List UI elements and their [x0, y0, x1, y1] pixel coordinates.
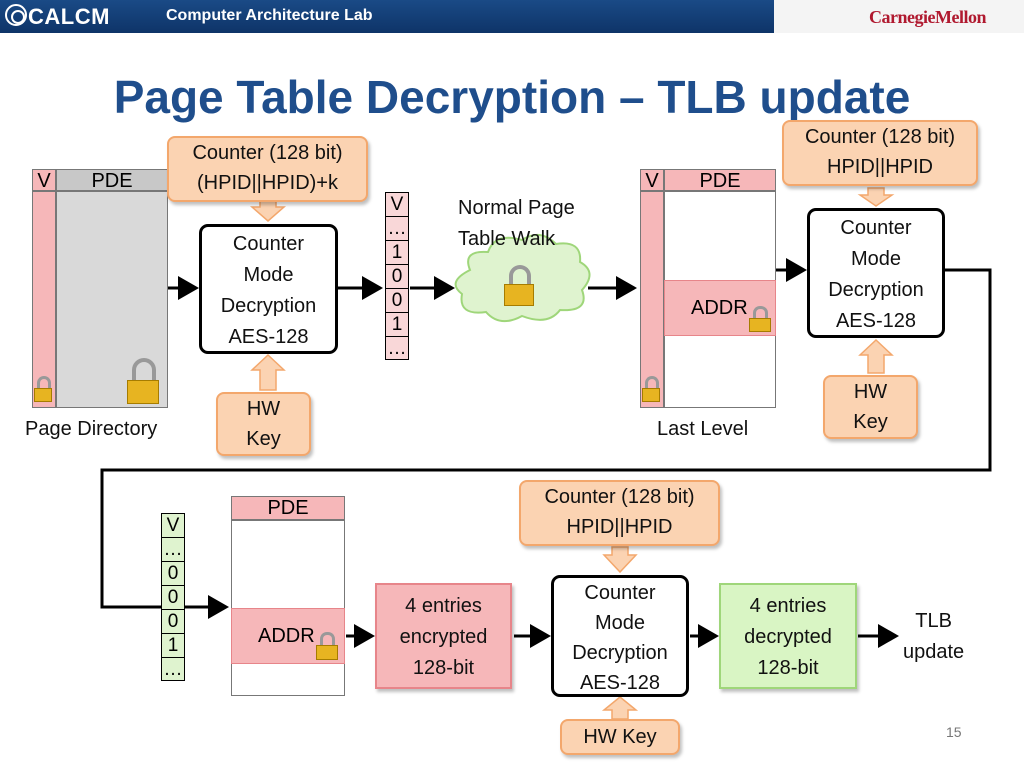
hwkey-line: HW [853, 381, 888, 403]
page-number: 15 [946, 724, 962, 740]
decrypt-line: AES-128 [579, 672, 661, 694]
walk-line: Normal Page [458, 197, 575, 219]
calcm-logo-icon [5, 4, 27, 26]
pd-v-column [32, 191, 56, 408]
counter-box-bottom: Counter (128 bit) HPID||HPID [519, 480, 720, 546]
lab-name: Computer Architecture Lab [166, 7, 373, 24]
bit-cell: 0 [386, 289, 408, 313]
wire-right-down [100, 268, 992, 619]
decryption-box-top-right: Counter Mode Decryption AES-128 [807, 208, 945, 338]
decrypt-line: Mode [850, 248, 902, 270]
bit-cell: 1 [162, 634, 184, 658]
decrypted-line: decrypted [744, 626, 832, 648]
counter-value: (HPID||HPID)+k [197, 172, 338, 194]
bit-cell: 0 [162, 586, 184, 610]
hwkey-line: HW [246, 398, 281, 420]
decrypt-line: Mode [594, 612, 646, 634]
calcm-logo-text: CALCM [28, 4, 110, 29]
tlb-line: update [903, 641, 965, 663]
walk-line: Table Walk [458, 228, 556, 250]
counter-box-top-right: Counter (128 bit) HPID||HPID [782, 120, 978, 186]
hwkey-line: Key [246, 428, 281, 450]
hwkey-line: Key [853, 411, 888, 433]
decrypted-entries-box: 4 entries decrypted 128-bit [719, 583, 857, 689]
orange-arrow-counter3 [602, 546, 638, 574]
bit-column-top: V … 1 0 0 1 … [385, 192, 409, 360]
lock-icon [127, 358, 159, 404]
bit-cell: … [162, 539, 184, 562]
pd-pde-header: PDE [56, 169, 168, 192]
bit-cell: 1 [386, 241, 408, 265]
lock-icon [34, 376, 52, 402]
decryption-box-top-left: Counter Mode Decryption AES-128 [199, 224, 338, 354]
tlb-line: TLB [915, 610, 952, 632]
encrypted-line: 128-bit [412, 657, 475, 679]
decrypt-line: Counter [840, 217, 912, 239]
orange-arrow-hwkey2 [858, 338, 894, 374]
lock-icon [316, 632, 338, 660]
decryption-box-bottom: Counter Mode Decryption AES-128 [551, 575, 689, 697]
ll-v-header: V [640, 169, 664, 192]
hwkey-box-top-left: HW Key [216, 392, 311, 456]
lock-icon [749, 306, 771, 332]
slide-title: Page Table Decryption – TLB update [113, 71, 911, 123]
pd-caption: Page Directory [25, 418, 158, 440]
tlb-update-label: TLB update [903, 606, 964, 668]
decrypt-line: Decryption [220, 295, 317, 317]
pd-v-header: V [32, 169, 56, 192]
orange-arrow-hwkey3 [601, 696, 639, 720]
bit-cell: V [386, 193, 408, 217]
decrypt-line: Mode [243, 264, 294, 286]
counter-label: Counter (128 bit) [192, 142, 343, 164]
counter-value: HPID||HPID [566, 516, 673, 538]
lock-icon [504, 265, 534, 307]
bit-cell: 1 [386, 313, 408, 337]
counter-label: Counter (128 bit) [544, 486, 695, 508]
decrypt-line: Decryption [828, 279, 924, 301]
ll-caption: Last Level [657, 418, 749, 440]
bit-cell: V [162, 514, 184, 538]
bit-cell: … [387, 338, 407, 359]
orange-arrow-counter1 [250, 199, 286, 222]
hwkey-box-bottom: HW Key [560, 719, 680, 755]
counter-label: Counter (128 bit) [804, 126, 956, 148]
decrypt-line: AES-128 [228, 326, 309, 348]
decrypt-line: Counter [584, 582, 656, 604]
bit-cell: 0 [162, 610, 184, 634]
decrypted-line: 4 entries [749, 595, 827, 617]
bit-cell: … [386, 218, 408, 241]
bit-cell: 0 [162, 562, 184, 586]
orange-arrow-counter2 [857, 187, 895, 207]
orange-arrow-hwkey1 [250, 353, 286, 391]
walk-label: Normal Page Table Walk [458, 193, 575, 255]
decrypt-line: Decryption [572, 642, 668, 664]
counter-value: HPID||HPID [827, 156, 933, 178]
bottom-pde-header: PDE [231, 496, 345, 520]
decrypt-line: Counter [232, 233, 305, 255]
university-name: CarnegieMellon [869, 7, 986, 27]
header-right-panel [774, 0, 1024, 33]
ll-pde-header: PDE [664, 169, 776, 192]
encrypted-line: encrypted [399, 626, 488, 648]
bit-column-bottom: V … 0 0 0 1 … [161, 513, 185, 681]
decrypted-line: 128-bit [757, 657, 819, 679]
hwkey-box-top-right: HW Key [823, 375, 918, 439]
bit-cell: … [163, 659, 183, 680]
bit-cell: 0 [386, 265, 408, 289]
counter-box-top-left: Counter (128 bit) (HPID||HPID)+k [167, 136, 368, 202]
lock-icon [642, 376, 660, 402]
encrypted-entries-box: 4 entries encrypted 128-bit [375, 583, 512, 689]
ll-v-column [640, 191, 664, 408]
encrypted-line: 4 entries [405, 595, 482, 617]
decrypt-line: AES-128 [835, 310, 917, 332]
